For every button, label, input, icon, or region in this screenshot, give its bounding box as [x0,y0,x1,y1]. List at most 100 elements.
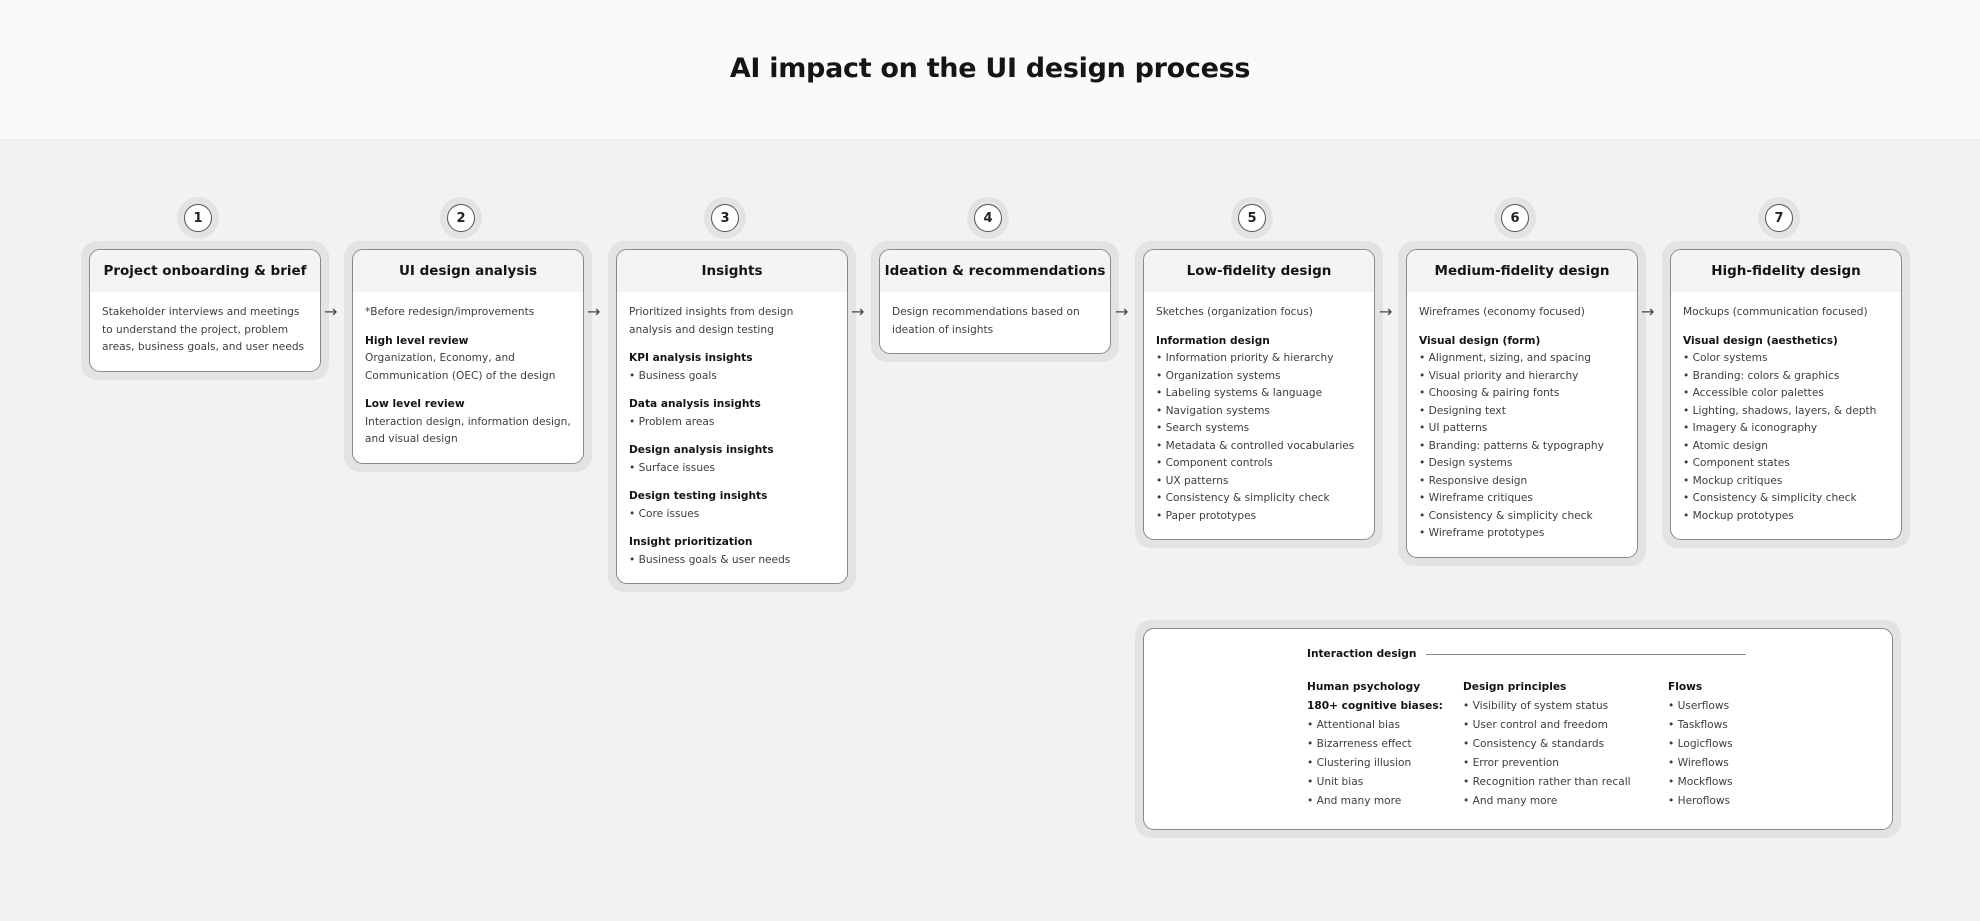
list-item: • Bizarreness effect [1307,738,1412,750]
list-item: • Alignment, sizing, and spacing [1419,352,1592,364]
step-card-halo: UI design analysis*Before redesign/impro… [344,241,592,472]
list-item: • Recognition rather than recall [1463,776,1631,788]
list-item: • Consistency & standards [1463,738,1605,750]
step-title: Project onboarding & brief [90,250,320,292]
step-number-badge: 7 [1758,197,1800,239]
step-title: Low-fidelity design [1144,250,1374,292]
list-item: • Visual priority and hierarchy [1419,369,1579,382]
step-body: Mockups (communication focused) Visual de… [1671,292,1901,539]
interaction-column: Flows• Userflows• Taskflows• Logicflows•… [1668,678,1733,811]
list-item: • Attentional bias [1307,719,1400,731]
interaction-design-title: Interaction design [1307,645,1747,664]
step-body: Design recommendations based on ideation… [880,292,1110,353]
step-section: Design analysis insights• Surface issues [629,442,835,477]
list-item: • Imagery & iconography [1683,422,1818,434]
step-number-badge: 5 [1231,197,1273,239]
list-item: • Designing text [1419,404,1506,417]
step-body: Wireframes (economy focused) Visual desig… [1407,292,1637,557]
step-section: Information design• Information priority… [1156,333,1362,526]
list-item: • Component controls [1156,457,1273,469]
list-item: • Visibility of system status [1463,700,1609,712]
step-intro: Mockups (communication focused) [1683,306,1868,318]
page-title: AI impact on the UI design process [729,53,1251,84]
section-heading: Design analysis insights [629,444,774,456]
list-item: • Mockflows [1668,776,1733,788]
list-item: • Wireframe critiques [1419,492,1533,504]
list-item: • Unit bias [1307,776,1364,788]
title-divider [1426,654,1747,655]
column-subheading: 180+ cognitive biases: [1307,700,1443,712]
step-section: Data analysis insights• Problem areas [629,396,835,431]
list-item: • Color systems [1683,352,1768,364]
section-heading: Insight prioritization [629,536,753,548]
section-heading: KPI analysis insights [629,352,753,364]
list-item: • And many more [1307,795,1402,807]
flow-arrow-icon: → [1641,302,1655,321]
list-item: • UX patterns [1156,474,1229,487]
list-item: • Wireflows [1668,757,1729,769]
list-item: • Wireframe prototypes [1419,527,1545,539]
flow-arrow-icon: → [324,302,338,321]
flow-arrow-icon: → [1379,302,1393,321]
list-item: • User control and freedom [1463,719,1608,731]
step-section: KPI analysis insights • Business goals [629,350,835,385]
step-number-badge: 2 [440,197,482,239]
step-section: Design testing insights • Core issues [629,488,835,523]
step-number-badge: 1 [177,197,219,239]
flow-arrow-icon: → [851,302,865,321]
step-intro: Design recommendations based on ideation… [892,306,1080,336]
step-number-badge: 6 [1494,197,1536,239]
step-intro: Stakeholder interviews and meetings to u… [102,306,305,353]
step-title: Ideation & recommendations [880,250,1110,292]
step-intro: Wireframes (economy focused) [1419,306,1585,318]
step-intro: Prioritized insights from design analysi… [629,306,794,336]
flow-arrow-icon: → [1115,302,1129,321]
section-heading: High level review [365,334,469,347]
section-heading: Design testing insights [629,490,768,502]
interaction-column: Design principles• Visibility of system … [1463,678,1631,811]
list-item: • Business goals & user needs [629,553,791,566]
list-item: • Consistency & simplicity check [1683,492,1857,504]
list-item: • Accessible color palettes [1683,387,1824,399]
step-title: UI design analysis [353,250,583,292]
section-text: Interaction design, information design, … [365,415,571,446]
list-item: • Taskflows [1668,719,1728,731]
section-heading: Visual design (aesthetics) [1683,334,1838,347]
list-item: • Responsive design [1419,474,1528,487]
list-item: • Design systems [1419,457,1513,469]
list-item: • And many more [1463,795,1558,807]
list-item: • Navigation systems [1156,404,1270,417]
step-section: Insight prioritization • Business goals &… [629,534,835,569]
list-item: • Atomic design [1683,439,1768,452]
step-body: Stakeholder interviews and meetings to u… [90,292,320,371]
step-card: UI design analysis*Before redesign/impro… [352,249,584,464]
section-heading: Visual design (form) [1419,334,1541,347]
list-item: • Userflows [1668,700,1730,712]
step-section: Visual design (form) • Alignment, sizing,… [1419,333,1625,543]
list-item: • Mockup critiques [1683,474,1783,487]
list-item: • Consistency & simplicity check [1419,509,1593,522]
list-item: • Core issues [629,507,700,520]
step-body: Prioritized insights from design analysi… [617,292,847,583]
list-item: • Problem areas [629,415,715,428]
list-item: • Business goals [629,369,717,382]
list-item: • Organization systems [1156,369,1281,382]
section-heading: Low level review [365,398,465,410]
list-item: • UI patterns [1419,422,1488,434]
list-item: • Choosing & pairing fonts [1419,387,1560,399]
section-heading: Information design [1156,334,1270,347]
